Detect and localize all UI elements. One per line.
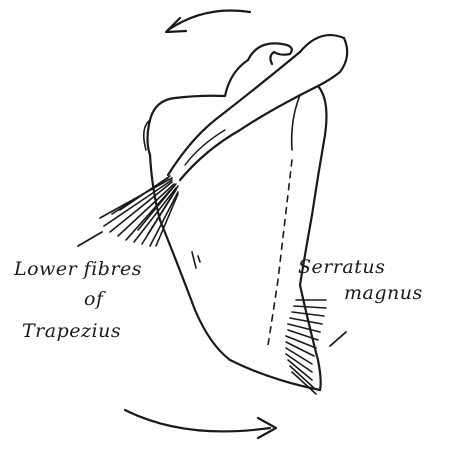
label-trapezius: Trapezius	[22, 320, 121, 342]
top-rotation-arrow	[168, 10, 250, 30]
label-of: of	[84, 288, 103, 310]
glenoid-rim	[292, 95, 300, 150]
scapular-spine-upper	[168, 52, 300, 175]
spine-inner-line	[185, 130, 225, 165]
label-serratus: Serratus	[298, 256, 385, 278]
bottom-rotation-arrow	[125, 410, 270, 431]
clavicle-end	[300, 35, 347, 86]
label-lower-fibres: Lower fibres	[14, 258, 142, 280]
small-mark	[192, 252, 200, 268]
acromion-process	[248, 43, 292, 64]
interior-dashed-line	[268, 160, 292, 345]
trapezius-leader-line	[78, 232, 102, 246]
superior-border	[148, 60, 249, 155]
serratus-leader-line	[330, 332, 346, 346]
label-magnus: magnus	[344, 282, 423, 304]
medial-border	[160, 220, 320, 390]
